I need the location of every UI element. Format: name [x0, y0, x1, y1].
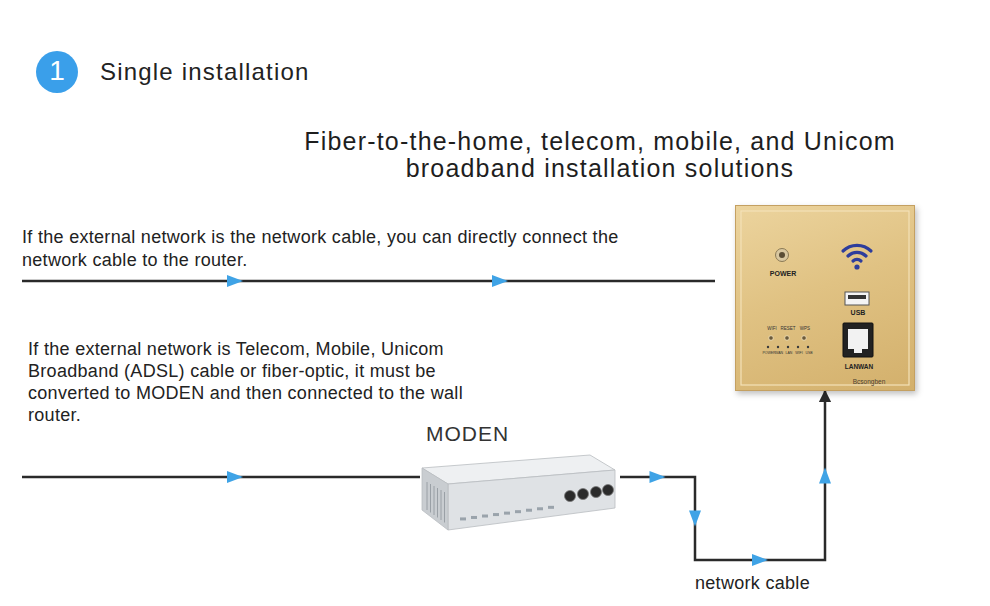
edge-label: network cable [693, 573, 812, 594]
wifi-icon [848, 252, 866, 256]
flow-arrow [227, 275, 243, 287]
antenna-jack [565, 491, 576, 502]
led-label: LAN [786, 352, 793, 356]
pinhole-button [769, 336, 774, 341]
modem-led [460, 517, 466, 520]
led-label: WIFI [795, 352, 802, 356]
wifi-icon [853, 259, 861, 261]
modem-led [526, 509, 532, 512]
status-led [777, 346, 779, 348]
status-led [787, 346, 789, 348]
port-label: USB [851, 309, 866, 317]
button-label: WIFI [767, 327, 777, 332]
diagram-title: Fiber-to-the-home, telecom, mobile, and … [255, 128, 945, 182]
pinhole-button [802, 336, 807, 341]
wall-router: POWERUSBWIFIRESETWPSPOWERWANLANWIFIUSBLA… [735, 205, 915, 391]
step-number-circle: 1 [36, 51, 78, 93]
ethernet-port-notch [854, 349, 862, 353]
circle-fill [36, 51, 78, 93]
network-wire [22, 280, 715, 283]
wifi-icon [843, 245, 871, 251]
modem: MODEN [420, 420, 620, 535]
modem-side [422, 468, 448, 530]
flow-arrow [227, 471, 243, 483]
ethernet-port [843, 323, 873, 357]
power-button [776, 249, 789, 262]
modem-front [448, 470, 615, 530]
usb-port-tongue [848, 295, 866, 299]
vent-slot [427, 482, 428, 510]
button-label: WPS [800, 327, 810, 332]
ethernet-port-inner [848, 329, 868, 349]
antenna-jack [578, 489, 589, 500]
antenna-jack [603, 485, 614, 496]
led-label: POWER [762, 352, 775, 356]
status-led [797, 346, 799, 348]
step-number: 1 [49, 56, 65, 87]
vent-slot [434, 486, 435, 515]
usb-port [845, 292, 869, 305]
modem-led [482, 515, 488, 518]
status-led [807, 346, 809, 348]
brand-name: Bcsongben [853, 378, 886, 385]
button-label: POWER [770, 270, 796, 278]
antenna-jack [591, 487, 602, 498]
modem-led [471, 516, 477, 519]
router-face [735, 205, 915, 391]
flow-arrow [752, 554, 768, 566]
device-label: MODEN [426, 422, 509, 445]
network-wire [22, 476, 420, 479]
modem-led [515, 510, 521, 513]
note-text: If the external network is Telecom, Mobi… [28, 338, 473, 426]
pinhole-button [785, 336, 790, 341]
led-label: WAN [775, 352, 783, 356]
section-heading: Single installation [100, 57, 400, 87]
modem-led [493, 513, 499, 516]
port-label: LANWAN [845, 363, 874, 370]
flow-arrow [492, 275, 508, 287]
flow-arrow [650, 471, 666, 483]
flow-arrow [819, 468, 831, 484]
modem-led [537, 507, 543, 510]
flow-arrow [689, 511, 701, 527]
power-button-core [779, 252, 785, 258]
status-led [767, 346, 769, 348]
vent-slot [430, 484, 431, 513]
vent-slot [441, 490, 442, 520]
modem-led [548, 506, 554, 509]
network-cable [620, 391, 825, 560]
modem-led [504, 512, 510, 515]
wifi-icon [854, 264, 859, 269]
vent-slot [437, 488, 438, 518]
button-label: RESET [780, 327, 795, 332]
note-text: If the external network is the network c… [22, 226, 662, 272]
panel-bevel [741, 211, 909, 385]
vent-slot [444, 492, 445, 523]
connector-group [620, 391, 831, 566]
led-label: USB [805, 352, 812, 356]
